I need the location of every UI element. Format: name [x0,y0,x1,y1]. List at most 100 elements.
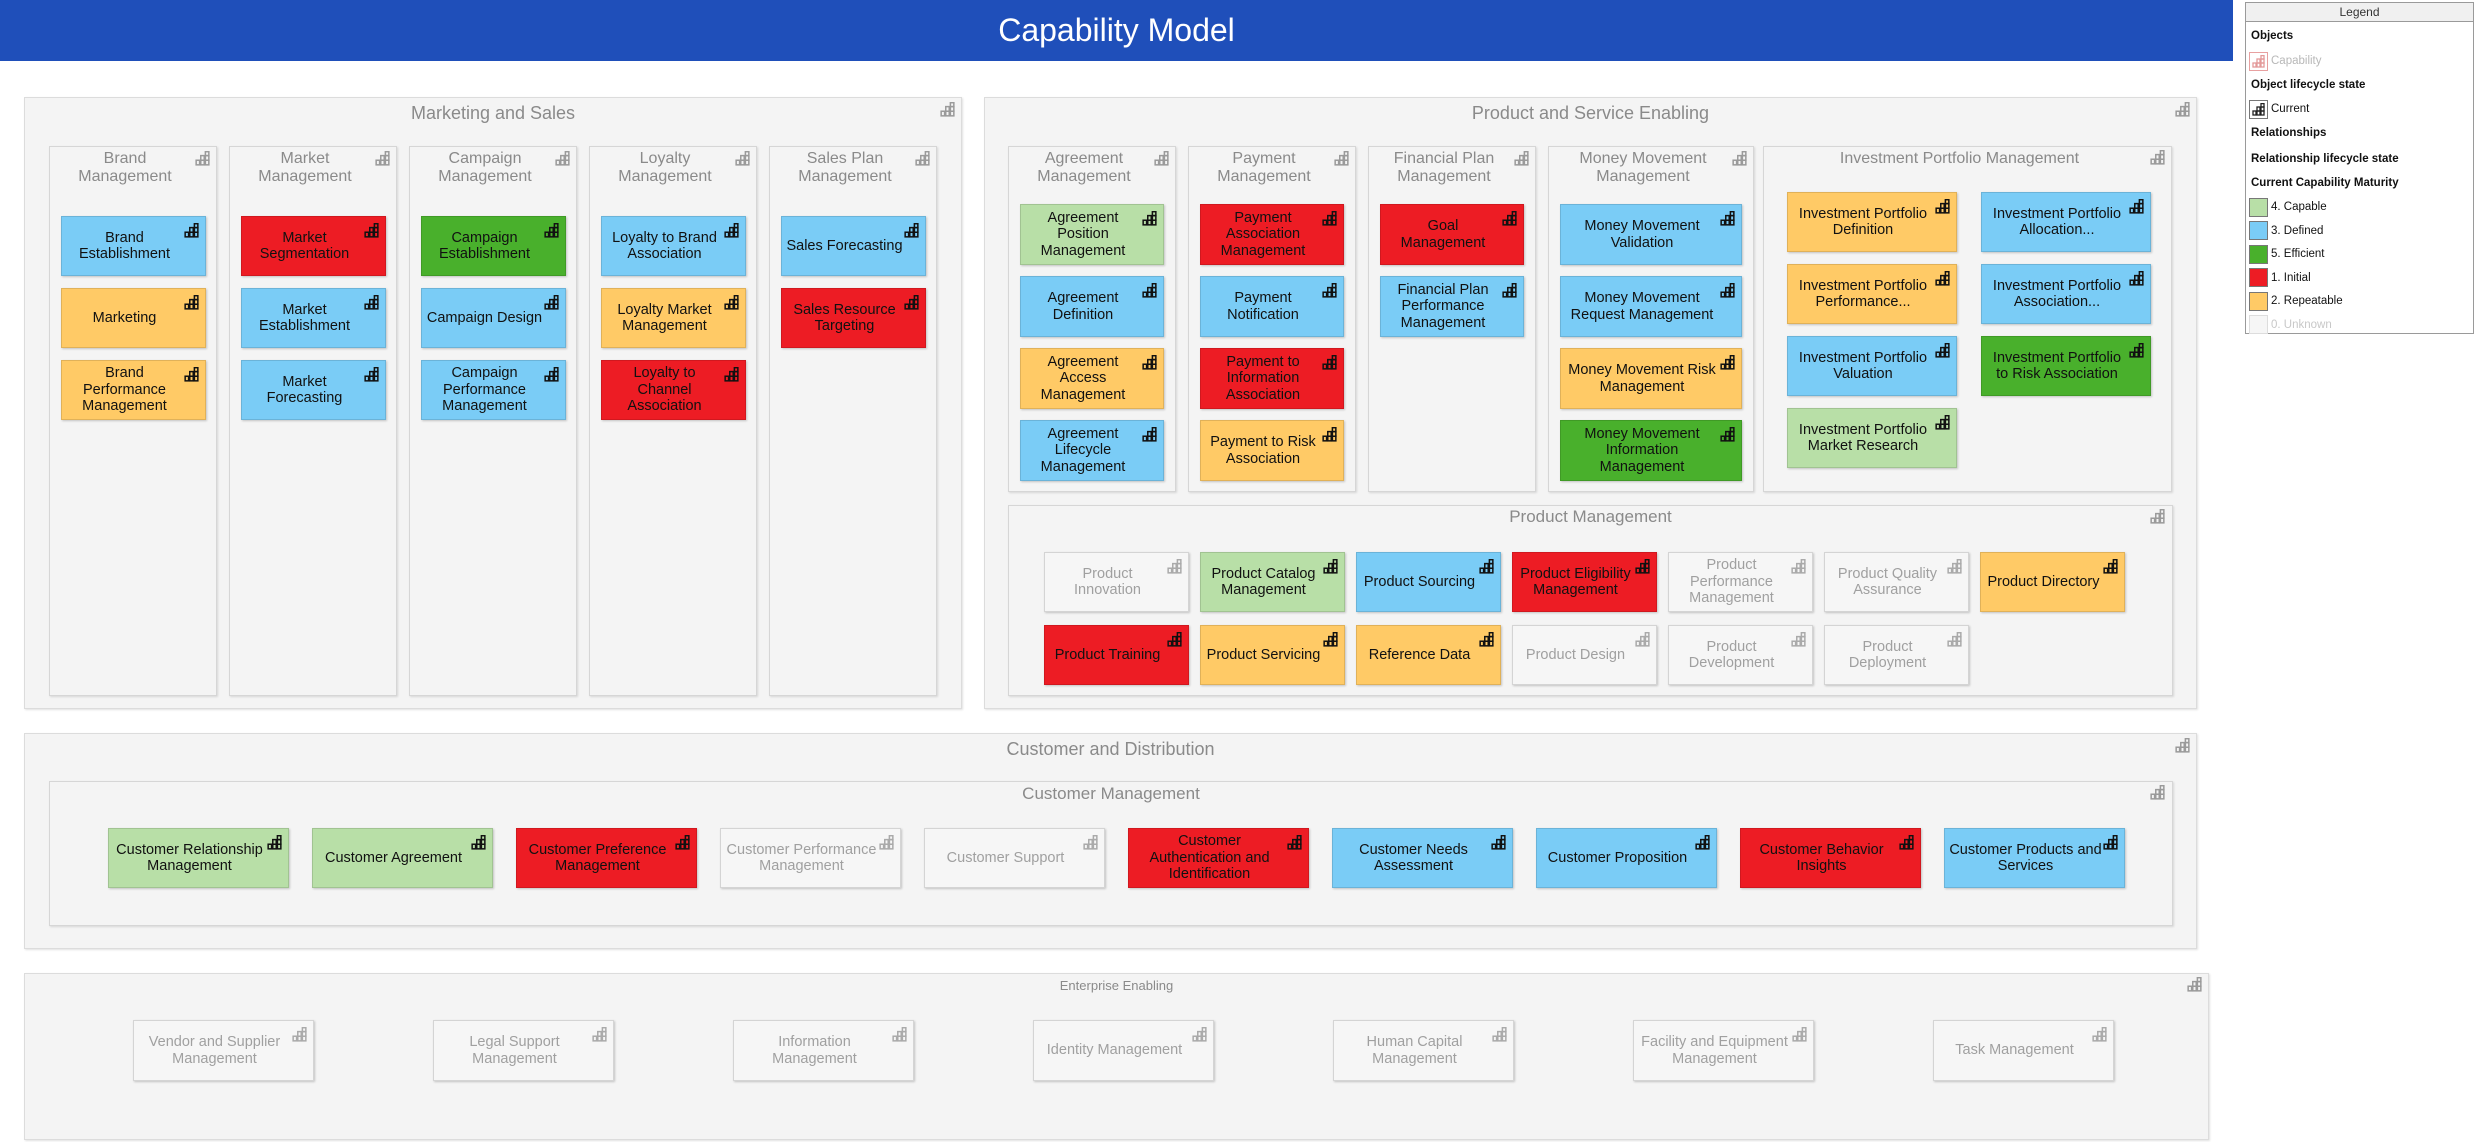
capability-customer-agreement[interactable]: Customer Agreement [312,828,493,888]
capability-investment-portfolio-market-research[interactable]: Investment Portfolio Market Research [1787,408,1957,468]
capability-investment-portfolio-definition[interactable]: Investment Portfolio Definition [1787,192,1957,252]
capability-icon [2129,342,2144,358]
capability-icon [2150,508,2165,524]
capability-market-segmentation[interactable]: Market Segmentation [241,216,386,276]
legend-maturity-heading: Current Capability Maturity [2251,177,2399,189]
capability-icon [364,222,379,238]
capability-label: Customer Support [946,849,1065,866]
capability-campaign-performance-management[interactable]: Campaign Performance Management [421,360,566,420]
capability-reference-data[interactable]: Reference Data [1356,625,1501,685]
capability-brand-performance-management[interactable]: Brand Performance Management [61,360,206,420]
capability-product-directory[interactable]: Product Directory [1980,552,2125,612]
capability-customer-proposition[interactable]: Customer Proposition [1536,828,1717,888]
capability-product-servicing[interactable]: Product Servicing [1200,625,1345,685]
capability-label: Product Directory [1987,573,2100,590]
capability-product-quality-assurance[interactable]: Product Quality Assurance [1824,552,1969,612]
capability-customer-performance-management[interactable]: Customer Performance Management [720,828,901,888]
legend-maturity-label: 0. Unknown [2271,318,2332,331]
capability-product-deployment[interactable]: Product Deployment [1824,625,1969,685]
capability-product-design[interactable]: Product Design [1512,625,1657,685]
capability-loyalty-market-management[interactable]: Loyalty Market Management [601,288,746,348]
capability-icon [915,150,930,166]
capability-icon [2175,737,2190,753]
capability-product-eligibility-management[interactable]: Product Eligibility Management [1512,552,1657,612]
page-title: Capability Model [0,0,2233,61]
capability-product-performance-management[interactable]: Product Performance Management [1668,552,1813,612]
capability-identity-management[interactable]: Identity Management [1033,1020,1214,1081]
capability-market-establishment[interactable]: Market Establishment [241,288,386,348]
capability-customer-needs-assessment[interactable]: Customer Needs Assessment [1332,828,1513,888]
capability-marketing[interactable]: Marketing [61,288,206,348]
capability-product-sourcing[interactable]: Product Sourcing [1356,552,1501,612]
capability-product-development[interactable]: Product Development [1668,625,1813,685]
capability-agreement-definition[interactable]: Agreement Definition [1020,276,1164,337]
capability-loyalty-to-brand-association[interactable]: Loyalty to Brand Association [601,216,746,276]
capability-facility-and-equipment-management[interactable]: Facility and Equipment Management [1633,1020,1814,1081]
capability-label: Customer Proposition [1547,849,1688,866]
legend-objects-heading: Objects [2251,30,2294,42]
capability-customer-support[interactable]: Customer Support [924,828,1105,888]
capability-legal-support-management[interactable]: Legal Support Management [433,1020,614,1081]
capability-human-capital-management[interactable]: Human Capital Management [1333,1020,1514,1081]
capability-sales-forecasting[interactable]: Sales Forecasting [781,216,926,276]
capability-money-movement-validation[interactable]: Money Movement Validation [1560,204,1742,265]
capability-customer-preference-management[interactable]: Customer Preference Management [516,828,697,888]
capability-agreement-position-management[interactable]: Agreement Position Management [1020,204,1164,265]
capability-icon [1791,558,1806,574]
capability-payment-association-management[interactable]: Payment Association Management [1200,204,1344,265]
capability-icon [1935,342,1950,358]
capability-label: Sales Forecasting [786,237,903,254]
capability-icon [2187,976,2202,992]
capability-customer-products-and-services[interactable]: Customer Products and Services [1944,828,2125,888]
capability-icon [267,834,282,850]
capability-customer-behavior-insights[interactable]: Customer Behavior Insights [1740,828,1921,888]
capability-brand-establishment[interactable]: Brand Establishment [61,216,206,276]
legend-swatch [2249,291,2268,311]
capability-product-innovation[interactable]: Product Innovation [1044,552,1189,612]
capability-label: Reference Data [1368,646,1471,663]
capability-icon [1935,270,1950,286]
capability-icon [364,294,379,310]
capability-customer-authentication-and-identification[interactable]: Customer Authentication and Identificati… [1128,828,1309,888]
capability-product-catalog-management[interactable]: Product Catalog Management [1200,552,1345,612]
capability-payment-to-information-association[interactable]: Payment to Information Association [1200,348,1344,409]
column-title: Payment Management [1217,150,1311,185]
capability-icon [1142,354,1157,370]
capability-investment-portfolio-performance[interactable]: Investment Portfolio Performance... [1787,264,1957,324]
capability-payment-to-risk-association[interactable]: Payment to Risk Association [1200,420,1344,481]
capability-icon [1192,1026,1207,1042]
capability-agreement-access-management[interactable]: Agreement Access Management [1020,348,1164,409]
capability-investment-portfolio-to-risk-association[interactable]: Investment Portfolio to Risk Association [1981,336,2151,396]
capability-loyalty-to-channel-association[interactable]: Loyalty to Channel Association [601,360,746,420]
capability-campaign-design[interactable]: Campaign Design [421,288,566,348]
capability-agreement-lifecycle-management[interactable]: Agreement Lifecycle Management [1020,420,1164,481]
capability-icon [940,101,955,117]
capability-icon [1947,631,1962,647]
legend-swatch [2249,244,2268,264]
capability-product-training[interactable]: Product Training [1044,625,1189,685]
capability-campaign-establishment[interactable]: Campaign Establishment [421,216,566,276]
capability-market-forecasting[interactable]: Market Forecasting [241,360,386,420]
capability-vendor-and-supplier-management[interactable]: Vendor and Supplier Management [133,1020,314,1081]
capability-money-movement-information-management[interactable]: Money Movement Information Management [1560,420,1742,481]
capability-icon [1142,426,1157,442]
capability-icon [292,1026,307,1042]
subgroup-title: Product Management [1509,507,1672,526]
capability-financial-plan-performance-management[interactable]: Financial Plan Performance Management [1380,276,1524,337]
capability-money-movement-request-management[interactable]: Money Movement Request Management [1560,276,1742,337]
capability-investment-portfolio-association[interactable]: Investment Portfolio Association... [1981,264,2151,324]
capability-money-movement-risk-management[interactable]: Money Movement Risk Management [1560,348,1742,409]
capability-sales-resource-targeting[interactable]: Sales Resource Targeting [781,288,926,348]
capability-goal-management[interactable]: Goal Management [1380,204,1524,265]
legend-maturity-row: 2. Repeatable [2249,291,2343,311]
capability-icon [1167,631,1182,647]
capability-label: Customer Behavior Insights [1759,841,1884,875]
capability-investment-portfolio-valuation[interactable]: Investment Portfolio Valuation [1787,336,1957,396]
capability-payment-notification[interactable]: Payment Notification [1200,276,1344,337]
legend-lifecycle-heading: Object lifecycle state [2251,79,2366,91]
capability-customer-relationship-management[interactable]: Customer Relationship Management [108,828,289,888]
capability-icon [1947,558,1962,574]
capability-task-management[interactable]: Task Management [1933,1020,2114,1081]
capability-investment-portfolio-allocation[interactable]: Investment Portfolio Allocation... [1981,192,2151,252]
capability-information-management[interactable]: Information Management [733,1020,914,1081]
